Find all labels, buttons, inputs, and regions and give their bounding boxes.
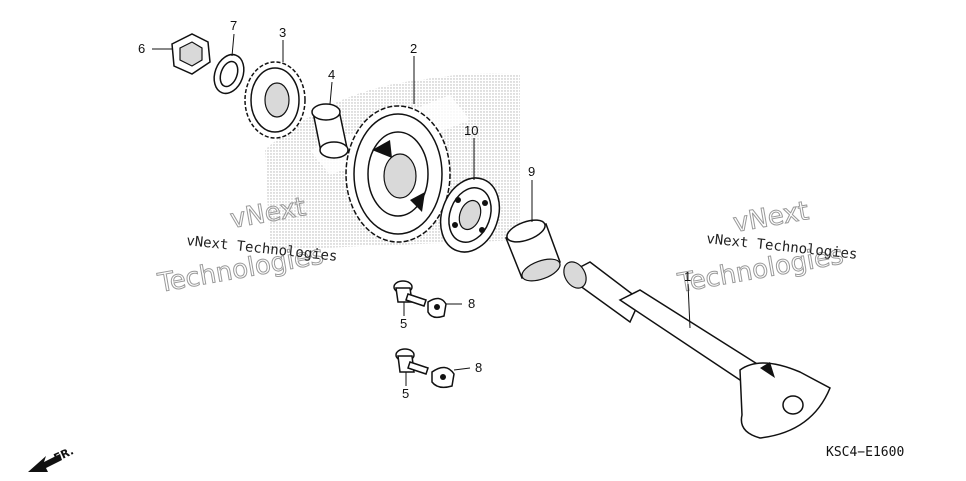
part-9-needle-bearing [505,180,561,282]
part-7-washer [213,33,245,95]
callout-10: 10 [464,123,478,138]
watermark-outline-vnext-right: vNext [731,196,811,239]
part-8-plate-lower [431,366,471,389]
callout-7: 7 [230,18,237,33]
callout-5-upper: 5 [400,316,407,331]
part-1-shaft [563,261,831,439]
front-direction-marker: FR. [28,444,76,472]
part-4-bushing [311,81,349,159]
part-10-bearing [439,138,501,253]
part-6-nut [152,33,211,75]
callout-6: 6 [138,41,145,56]
part-5-bolt-upper [393,280,427,316]
callout-8-upper: 8 [468,296,475,311]
callout-4: 4 [328,67,335,82]
diagram-code: KSC4−E1600 [826,445,904,460]
watermark-right: vNext Technologies vNext Technologies [675,196,859,300]
callout-1: 1 [684,269,691,284]
part-3-small-gear [244,40,306,139]
part-8-plate-upper [427,297,462,319]
front-arrow-icon [28,454,62,472]
callout-8-lower: 8 [475,360,482,375]
part-5-bolt-lower [395,348,429,386]
callout-9: 9 [528,164,535,179]
callout-3: 3 [279,25,286,40]
part-2-large-gear [345,56,451,243]
front-label: FR. [52,444,76,464]
callout-5-lower: 5 [402,386,409,401]
callout-2: 2 [410,41,417,56]
